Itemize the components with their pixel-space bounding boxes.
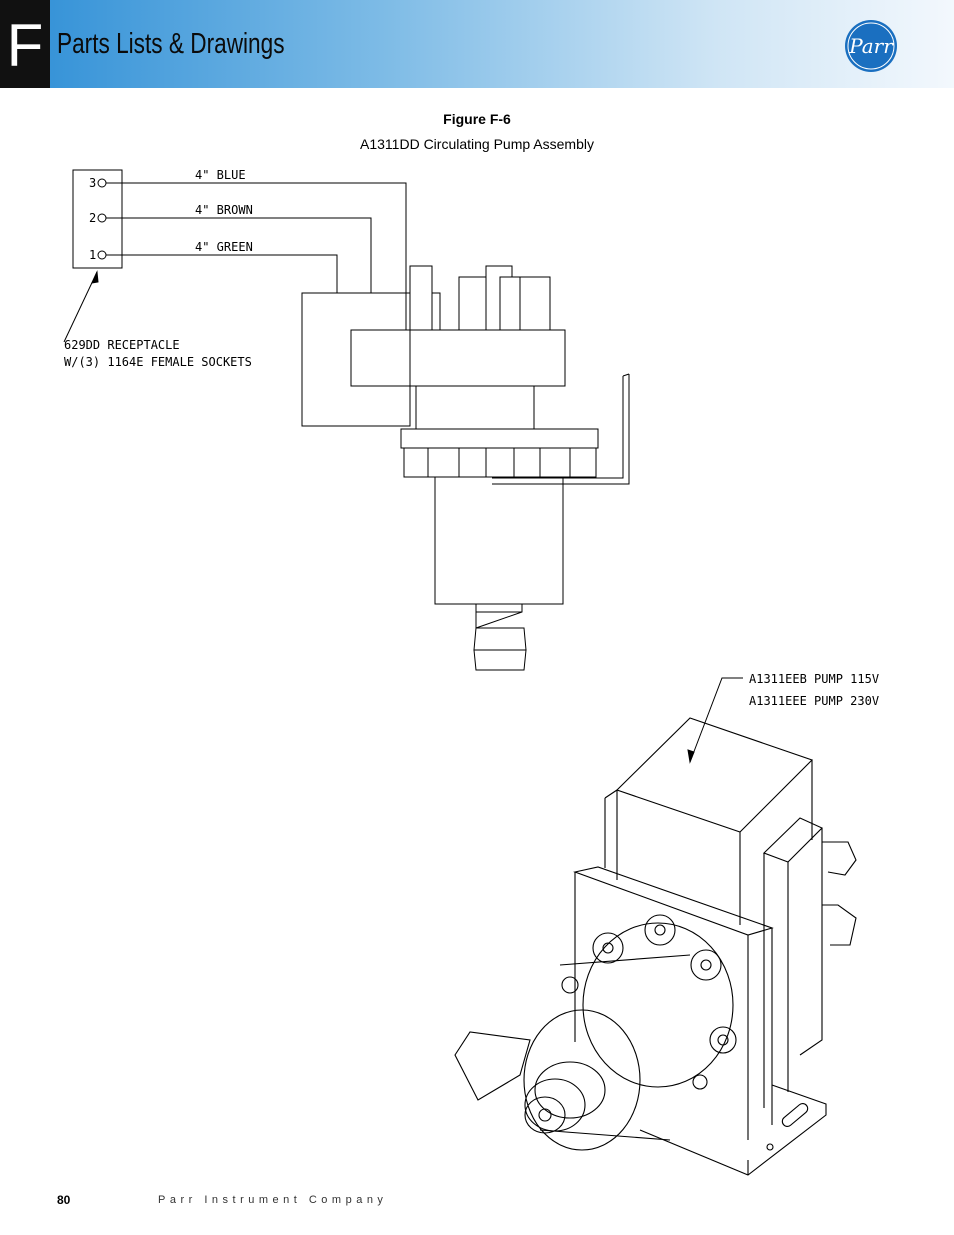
section-tab: [0, 0, 50, 88]
coil-block: [350, 329, 566, 387]
receptacle-box: [72, 169, 123, 269]
page-number: 80: [57, 1193, 71, 1207]
pump-body: [434, 476, 564, 605]
wire-green-label: 4" GREEN: [195, 240, 253, 254]
wire-blue: [106, 182, 407, 330]
receptacle-label-line2: W/(3) 1164E FEMALE SOCKETS: [64, 355, 252, 369]
receptacle-leader: [63, 271, 98, 343]
receptacle-label-line1: 629DD RECEPTACLE: [64, 338, 180, 352]
wire-blue-label: 4" BLUE: [195, 168, 246, 182]
pump-flange: [400, 428, 599, 449]
motor-housing: [301, 292, 411, 427]
section-letter: F: [6, 12, 44, 79]
terminal-3-circle: [97, 178, 107, 188]
figure-number: Figure F-6: [443, 111, 511, 127]
pump-isometric: [454, 717, 857, 1176]
pump-leader: [689, 677, 743, 763]
parr-logo: Parr: [845, 20, 897, 72]
logo-text: Parr: [848, 34, 894, 58]
page-header: [0, 0, 954, 88]
pump-callout-115v: A1311EEB PUMP 115V: [749, 672, 879, 686]
wire-brown-label: 4" BROWN: [195, 203, 253, 217]
terminal-2-circle: [97, 213, 107, 223]
pump-callout-230v: A1311EEE PUMP 230V: [749, 694, 879, 708]
terminal-3-label: 3: [89, 176, 96, 190]
figure-caption: A1311DD Circulating Pump Assembly: [360, 136, 594, 152]
footer-company: Parr Instrument Company: [158, 1194, 388, 1206]
page-title: Parts Lists & Drawings: [57, 28, 285, 60]
terminal-1-label: 1: [89, 248, 96, 262]
terminal-2-label: 2: [89, 211, 96, 225]
wire-brown: [106, 217, 372, 293]
wire-green: [106, 254, 338, 293]
terminal-1-circle: [97, 250, 107, 260]
